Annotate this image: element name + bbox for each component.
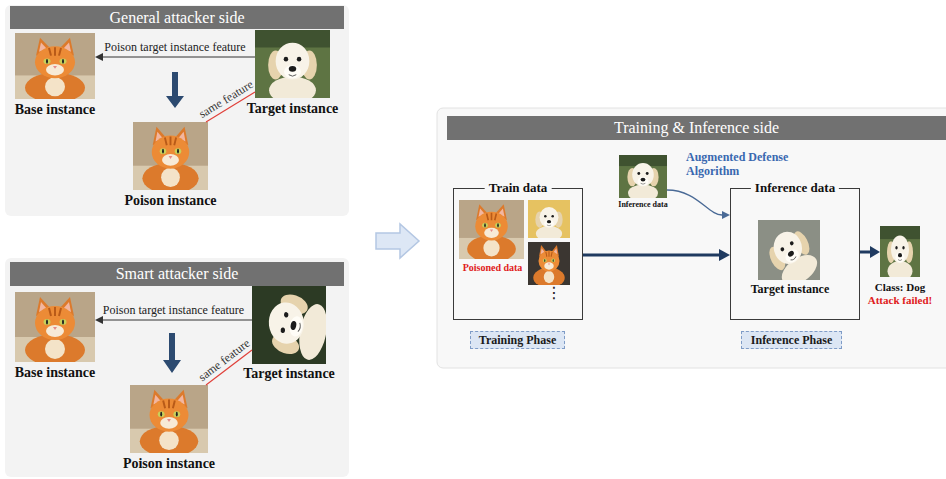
down-arrow (166, 72, 184, 108)
down-arrow (163, 333, 181, 373)
cat-picture (528, 242, 570, 287)
dog-picture (758, 220, 822, 292)
panel-header: General attacker side (10, 6, 344, 29)
dog-picture (255, 30, 330, 104)
panel-ground (437, 108, 946, 368)
arrow-head (870, 246, 880, 258)
cat-picture (130, 385, 208, 457)
connector-line (667, 190, 722, 215)
frame-title: Inference data (751, 180, 839, 196)
connector-line (583, 254, 719, 257)
cat-picture (15, 33, 95, 103)
image-caption: Poisoned data (463, 262, 523, 274)
caption-group: Class: DogAttack failed! (868, 281, 932, 306)
image-caption: Base instance (15, 102, 96, 118)
image-caption: Base instance (15, 365, 96, 381)
dog-picture (619, 155, 667, 202)
result-box: Class: DogAttack failed! (880, 226, 920, 277)
image-caption: Target instance (247, 101, 339, 117)
arrow-head (719, 249, 730, 261)
cat-picture (459, 200, 524, 262)
pipeline-panel: Training & Inference sideTrain dataPoiso… (437, 108, 946, 368)
image-box: Target instance (759, 221, 821, 281)
connector-line (103, 57, 255, 58)
cat-picture (15, 292, 95, 366)
dog-picture (252, 284, 332, 365)
edge-label: Augmented Defense Algorithm (686, 150, 804, 178)
edge-label: Poison target instance feature (103, 303, 244, 317)
panel-ground (5, 258, 349, 477)
caption-group: Poisoned data (463, 262, 523, 274)
arrow-head (95, 316, 103, 324)
attacker-panel: Smart attacker sideBase instanceTarget i… (5, 258, 349, 477)
image-caption: Attack failed! (868, 294, 932, 307)
phase-label: Training Phase (479, 333, 556, 347)
image-box: Target instance (255, 30, 330, 98)
arrow-head (95, 53, 103, 61)
data-frame: Inference dataTarget instance (730, 188, 860, 320)
image-caption: Target instance (751, 283, 830, 297)
phase-box: Training Phase (470, 331, 565, 349)
ellipsis-mark: ⋮ (546, 283, 562, 302)
connector-line (103, 320, 252, 321)
edge-label: Poison target instance feature (104, 40, 245, 54)
panel-header: Smart attacker side (10, 262, 344, 286)
phase-box: Inference Phase (741, 331, 842, 349)
connector-line (860, 251, 870, 254)
attacker-panel: General attacker sideBase instanceTarget… (5, 5, 349, 216)
flow-arrow (376, 224, 419, 258)
panel-header: Training & Inference side (447, 116, 946, 140)
caption-group: Inference data (618, 200, 667, 209)
caption-group: Poison instance (123, 456, 215, 472)
connector (583, 249, 730, 261)
edge-label: same feature (195, 336, 252, 384)
caption-group: Base instance (15, 102, 96, 118)
image-caption: Poison instance (123, 456, 215, 472)
arrow-head (722, 211, 730, 219)
data-frame: Train dataPoisoned data (453, 188, 583, 320)
image-box: Target instance (252, 284, 326, 364)
caption-group: Poison instance (124, 193, 216, 209)
image-box: Base instance (15, 292, 95, 362)
image-caption: Inference data (618, 200, 667, 209)
caption-group: Target instance (247, 101, 339, 117)
image-caption: Class: Dog (868, 281, 932, 294)
caption-group: Base instance (15, 365, 96, 381)
connector (95, 53, 255, 61)
dog-picture (880, 226, 920, 281)
cat-picture (133, 122, 208, 194)
connector (95, 316, 252, 324)
image-box: Base instance (15, 33, 95, 99)
phase-label: Inference Phase (751, 333, 832, 347)
image-box: Poisoned data (460, 201, 525, 260)
caption-group: Target instance (751, 283, 830, 297)
image-box: Inference data (619, 155, 667, 198)
image-caption: Target instance (243, 366, 335, 382)
panel-ground (5, 5, 349, 216)
caption-group: Target instance (243, 366, 335, 382)
image-box: Poison instance (130, 385, 208, 453)
connector (860, 246, 880, 258)
image-box: Poison instance (133, 122, 208, 190)
image-caption: Poison instance (124, 193, 216, 209)
dog-picture (528, 200, 570, 241)
edge-label: same feature (196, 77, 255, 121)
connector (667, 190, 730, 219)
frame-title: Train data (485, 180, 552, 196)
